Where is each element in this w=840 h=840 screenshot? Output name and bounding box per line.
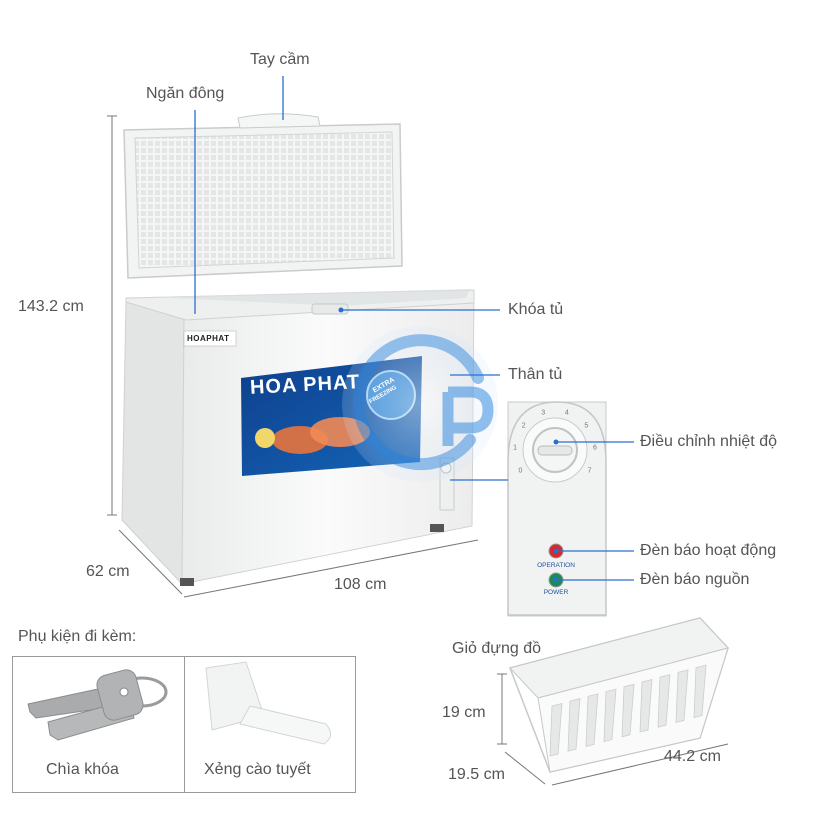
- lock-label: Khóa tủ: [508, 301, 564, 318]
- basket-slot: [567, 698, 581, 752]
- accessories-box: Chìa khóa Xẻng cào tuyết: [12, 656, 356, 793]
- dial-number: 6: [593, 445, 597, 452]
- basket-slot: [639, 678, 653, 733]
- small-brand-logo: HOAPHAT: [187, 334, 230, 343]
- handle: [237, 113, 321, 129]
- dial-number: 1: [513, 445, 517, 452]
- operation-text: OPERATION: [537, 562, 575, 569]
- accessory-label-keys: Chìa khóa: [46, 761, 119, 778]
- dial-number: 0: [518, 468, 522, 475]
- callout-lines: [194, 76, 634, 581]
- basket-dimension-lines: [497, 673, 729, 786]
- handle-label: Tay cầm: [250, 51, 310, 68]
- body-label: Thân tủ: [508, 366, 563, 383]
- basket-slot: [549, 702, 563, 757]
- power-light-label: Đèn báo nguồn: [640, 571, 750, 588]
- height-dimension-label: 143.2 cm: [18, 298, 84, 315]
- width-dimension-line: [183, 539, 479, 598]
- basket: [508, 617, 729, 773]
- control-panel-closeup: 0 1 2 3 4 5 6 7 OPERATION POWER: [507, 401, 607, 617]
- watermark-logo: [342, 326, 498, 482]
- basket-slot: [693, 664, 707, 719]
- power-text: POWER: [544, 589, 569, 596]
- accessory-label-scraper: Xẻng cào tuyết: [204, 761, 311, 778]
- operation-light-label: Đèn báo hoạt động: [640, 542, 777, 559]
- keys-icon: [27, 669, 168, 741]
- accessories-heading: Phụ kiện đi kèm:: [18, 628, 137, 645]
- basket-length-label: 44.2 cm: [664, 748, 721, 765]
- basket-slot: [675, 669, 689, 723]
- basket-slot: [657, 674, 671, 728]
- small-logo-plate: [183, 330, 237, 347]
- basket-slot: [603, 688, 617, 743]
- basket-depth-label: 19.5 cm: [448, 766, 505, 783]
- freezer-compartment-label: Ngăn đông: [146, 85, 225, 102]
- depth-dimension-label: 62 cm: [86, 563, 130, 580]
- dial-number: 5: [584, 423, 588, 430]
- dial-number: 3: [541, 409, 545, 416]
- dial-numbers: 0 1 2 3 4 5 6 7: [513, 409, 597, 474]
- freezer-lid: [123, 113, 403, 279]
- dimension-lines: [107, 115, 479, 598]
- temperature-control-label: Điều chỉnh nhiệt độ: [640, 433, 777, 450]
- accessories-divider: [184, 657, 185, 792]
- basket-title: Giỏ đựng đồ: [452, 640, 541, 657]
- ice-scraper-icon: [205, 661, 331, 745]
- depth-dimension-line: [118, 529, 183, 595]
- basket-slot: [621, 683, 635, 738]
- dial-number: 4: [565, 409, 569, 416]
- width-dimension-label: 108 cm: [334, 576, 387, 593]
- basket-slot: [585, 693, 599, 747]
- dial-number: 2: [522, 423, 526, 430]
- dial-number: 7: [588, 468, 592, 475]
- basket-height-label: 19 cm: [442, 704, 486, 721]
